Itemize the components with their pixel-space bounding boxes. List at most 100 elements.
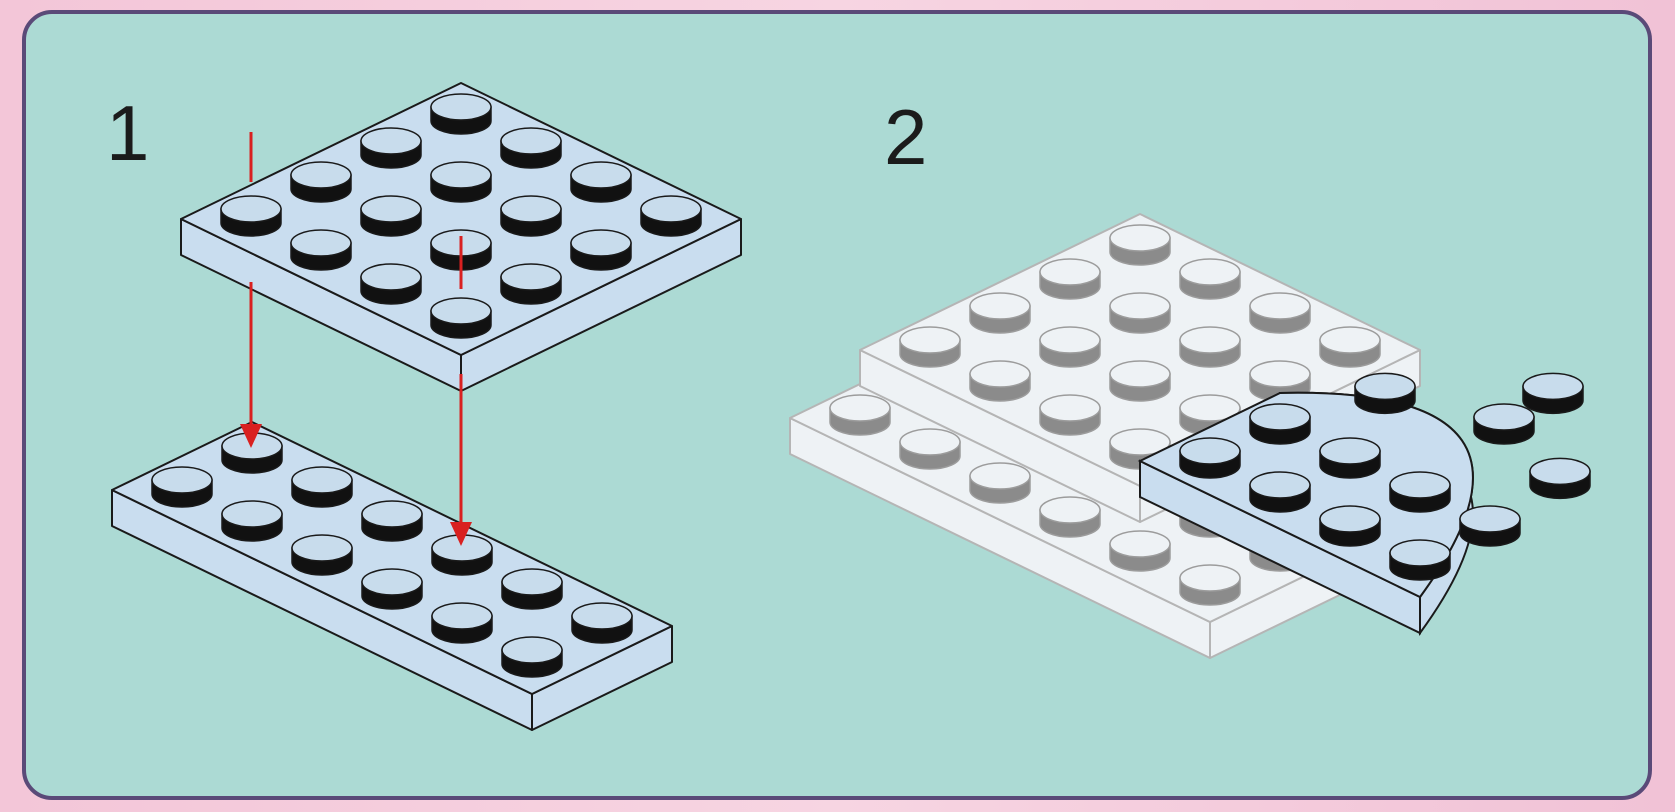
stud [1530, 458, 1590, 498]
instruction-illustration [26, 14, 1652, 800]
stud-top [1355, 373, 1415, 399]
stud [1110, 531, 1170, 571]
stud-top [1110, 531, 1170, 557]
stud [1320, 506, 1380, 546]
stud [361, 128, 421, 168]
stud [1040, 497, 1100, 537]
stud [431, 298, 491, 338]
stud-top [362, 501, 422, 527]
stud [432, 603, 492, 643]
stud [900, 327, 960, 367]
stud [1180, 327, 1240, 367]
stud [1390, 472, 1450, 512]
stud [1460, 506, 1520, 546]
stud [1180, 565, 1240, 605]
stud-top [1320, 506, 1380, 532]
stud-top [641, 196, 701, 222]
stud-top [361, 128, 421, 154]
stud-top [501, 128, 561, 154]
stud [1523, 373, 1583, 413]
stud [431, 162, 491, 202]
stud-top [501, 196, 561, 222]
stud [1180, 438, 1240, 478]
stud [970, 463, 1030, 503]
stud-top [1040, 259, 1100, 285]
stud-top [432, 603, 492, 629]
stud [501, 128, 561, 168]
stud-top [501, 264, 561, 290]
stud-top [362, 569, 422, 595]
stud [572, 603, 632, 643]
stud [1040, 259, 1100, 299]
stud [501, 264, 561, 304]
stud-top [222, 501, 282, 527]
stud [502, 637, 562, 677]
stud-top [502, 569, 562, 595]
stud [501, 196, 561, 236]
stud-top [292, 535, 352, 561]
stud [1320, 327, 1380, 367]
stud-top [1250, 361, 1310, 387]
stud [431, 94, 491, 134]
stud [222, 501, 282, 541]
stud-top [152, 467, 212, 493]
stud-top [292, 467, 352, 493]
stud [292, 535, 352, 575]
stud [1180, 259, 1240, 299]
stud-top [1040, 497, 1100, 523]
stud-top [830, 395, 890, 421]
stud-top [431, 94, 491, 120]
stud [1110, 225, 1170, 265]
stud-top [1110, 293, 1170, 319]
stud-top [1110, 361, 1170, 387]
stud [291, 230, 351, 270]
stud [361, 196, 421, 236]
stud [152, 467, 212, 507]
stud-top [361, 264, 421, 290]
stud [1250, 472, 1310, 512]
stud-top [900, 327, 960, 353]
stud-top [431, 162, 491, 188]
stud [361, 264, 421, 304]
stud-top [502, 637, 562, 663]
stud-top [1250, 404, 1310, 430]
stud [291, 162, 351, 202]
stud-top [1523, 373, 1583, 399]
stud [1250, 404, 1310, 444]
stud-top [1180, 438, 1240, 464]
stud [571, 162, 631, 202]
stud [1110, 361, 1170, 401]
instruction-panel: 1 2 [22, 10, 1652, 800]
stud-top [431, 298, 491, 324]
stud [1040, 327, 1100, 367]
stud-top [1390, 472, 1450, 498]
stud [221, 196, 281, 236]
stud-top [291, 230, 351, 256]
stud-top [900, 429, 960, 455]
stud-top [1530, 458, 1590, 484]
stud-top [1250, 472, 1310, 498]
stud [1110, 293, 1170, 333]
stud [830, 395, 890, 435]
stud [502, 569, 562, 609]
stud [292, 467, 352, 507]
stud [1250, 293, 1310, 333]
stud-top [1320, 438, 1380, 464]
stud-top [1320, 327, 1380, 353]
stud-top [1460, 506, 1520, 532]
stud-top [1250, 293, 1310, 319]
stud-top [361, 196, 421, 222]
stud-top [1040, 395, 1100, 421]
stud [362, 501, 422, 541]
stud-top [571, 230, 631, 256]
stud-top [571, 162, 631, 188]
stud-top [1390, 540, 1450, 566]
stud [641, 196, 701, 236]
stud [1355, 373, 1415, 413]
stud-top [572, 603, 632, 629]
stud-top [1180, 565, 1240, 591]
stud-top [970, 361, 1030, 387]
step-1-illustration [112, 83, 741, 730]
stud-top [970, 293, 1030, 319]
stud-top [1180, 259, 1240, 285]
